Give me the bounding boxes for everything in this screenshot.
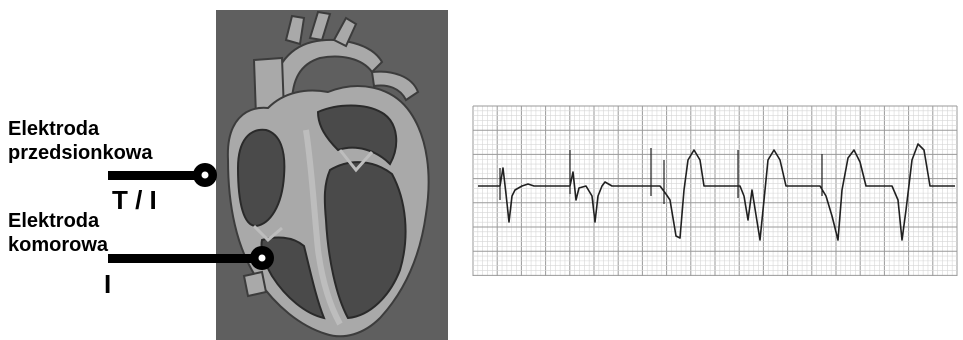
atrial-electrode-tip-center [202,172,209,179]
ventricular-electrode-tip-center [259,255,266,262]
ecg-grid [473,106,957,276]
ventricular-electrode-label-line-2: komorowa [8,233,108,257]
ecg-strip [473,106,957,276]
ventricular-lead-wire [108,254,264,263]
inferior-vena-cava [244,272,266,296]
ventricular-electrode-label-line-1: Elektroda [8,209,108,233]
heart-illustration [216,10,448,340]
atrial-electrode-label-line-1: Elektroda [8,117,152,141]
atrial-electrode-label-line-2: przedsionkowa [8,141,152,165]
atrial-electrode-code: T / I [112,186,157,214]
atrial-electrode-label: Elektroda przedsionkowa [8,117,152,165]
atrial-lead-wire [108,171,204,180]
ventricular-electrode-label: Elektroda komorowa [8,209,108,257]
ventricular-electrode-code: I [104,270,111,298]
atrial-electrode-lead [108,163,217,187]
